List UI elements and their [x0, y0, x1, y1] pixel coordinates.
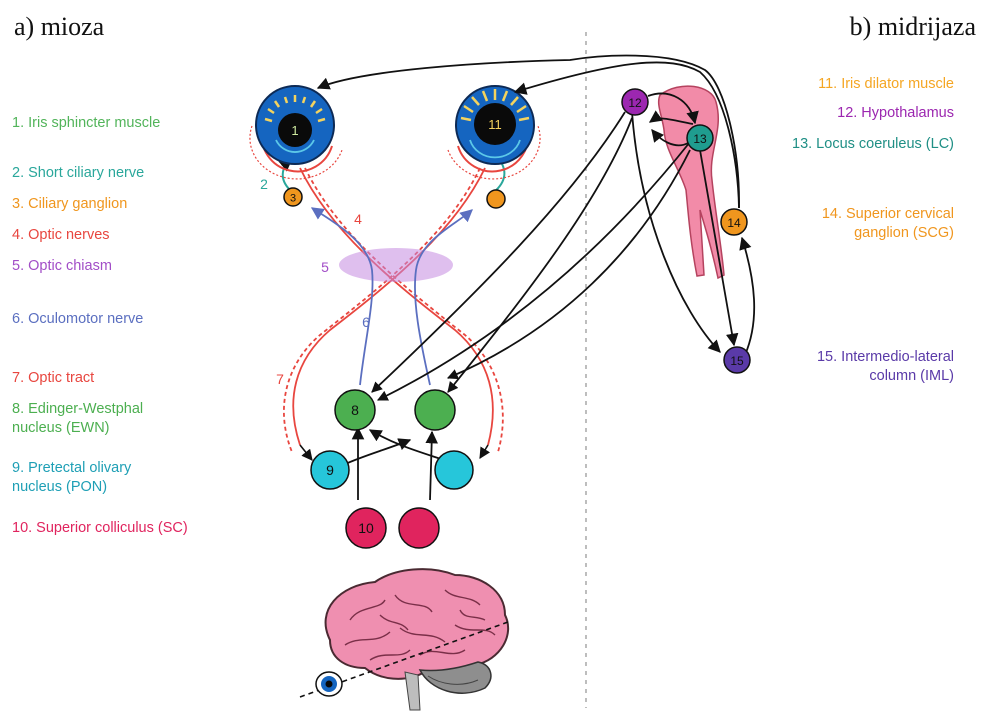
legend-item-optic-nerves: 4. Optic nerves — [12, 227, 110, 243]
legend-item-oculomotor-nerve: 6. Oculomotor nerve — [12, 311, 144, 327]
label-node-3: 3 — [290, 193, 296, 205]
title-midrijaza: b) midrijaza — [849, 12, 976, 41]
right-eye: 11 — [447, 85, 541, 180]
label-node-7: 7 — [276, 371, 284, 387]
label-node-15: 15 — [730, 354, 744, 368]
legend-iml-line2: column (IML) — [869, 368, 954, 384]
legend-item-iml: 15. Intermedio-lateral column (IML) — [817, 348, 954, 386]
oculomotor-nerves — [310, 207, 473, 386]
ciliary-ganglion-right — [486, 189, 506, 209]
optic-tract-arrow-left — [299, 444, 313, 461]
label-node-10: 10 — [358, 520, 374, 536]
sc-left — [345, 507, 387, 549]
legend-item-optic-chiasm: 5. Optic chiasm — [12, 258, 112, 274]
legend-pon-line1: 9. Pretectal olivary — [12, 460, 132, 476]
legend-scg-line2: ganglion (SCG) — [854, 225, 954, 241]
label-node-5: 5 — [321, 259, 329, 275]
label-node-8: 8 — [351, 402, 359, 418]
legend-item-ewn: 8. Edinger-Westphal nucleus (EWN) — [12, 400, 143, 438]
legend-item-iris-dilator: 11. Iris dilator muscle — [818, 76, 954, 92]
pon-left — [310, 450, 350, 490]
optic-chiasm — [339, 248, 453, 282]
title-mioza: a) mioza — [14, 12, 105, 41]
hypothalamus — [621, 88, 649, 116]
legend-pon-line2: nucleus (PON) — [12, 479, 108, 495]
midrijaza-pathway-arrows — [316, 54, 756, 401]
label-node-11: 11 — [488, 117, 502, 132]
legend-item-optic-tract: 7. Optic tract — [12, 370, 95, 386]
optic-tract-arrow-right — [479, 444, 491, 459]
legend-item-scg: 14. Superior cervical ganglion (SCG) — [822, 205, 954, 243]
legend-item-hypothalamus: 12. Hypothalamus — [837, 105, 954, 121]
mioza-pathway-arrows — [342, 426, 445, 501]
legend-iml-line1: 15. Intermedio-lateral — [816, 349, 954, 365]
legend-item-ciliary-ganglion: 3. Ciliary ganglion — [12, 196, 128, 212]
legend-ewn-line2: nucleus (EWN) — [12, 420, 110, 436]
legend-item-short-ciliary-nerve: 2. Short ciliary nerve — [12, 165, 145, 181]
legend-item-pon: 9. Pretectal olivary nucleus (PON) — [12, 459, 131, 497]
ewn-left — [334, 389, 376, 431]
label-node-14: 14 — [727, 216, 741, 230]
label-node-2: 2 — [260, 176, 268, 192]
label-node-6: 6 — [362, 314, 370, 330]
ciliary-ganglion-left — [283, 187, 303, 207]
label-node-1: 1 — [291, 123, 298, 138]
legend-scg-line1: 14. Superior cervical — [821, 206, 954, 222]
legend-item-iris-sphincter: 1. Iris sphincter muscle — [12, 115, 161, 131]
ewn-right — [414, 389, 456, 431]
superior-cervical-ganglion — [720, 208, 748, 236]
brainstem — [657, 85, 725, 280]
sc-right — [398, 507, 440, 549]
brain-illustration — [299, 568, 510, 711]
intermedio-lateral-column — [723, 346, 751, 374]
label-node-9: 9 — [326, 462, 334, 478]
legend-item-locus-coeruleus: 13. Locus coeruleus (LC) — [792, 136, 954, 152]
optic-nerves — [283, 167, 504, 453]
label-node-4: 4 — [354, 211, 362, 227]
left-eye: 1 — [249, 85, 343, 180]
label-node-13: 13 — [693, 132, 707, 146]
pon-right — [434, 450, 474, 490]
legend-item-sc: 10. Superior colliculus (SC) — [12, 520, 188, 536]
locus-coeruleus — [686, 124, 714, 152]
legend-ewn-line1: 8. Edinger-Westphal — [12, 401, 144, 417]
label-node-12: 12 — [628, 96, 642, 110]
